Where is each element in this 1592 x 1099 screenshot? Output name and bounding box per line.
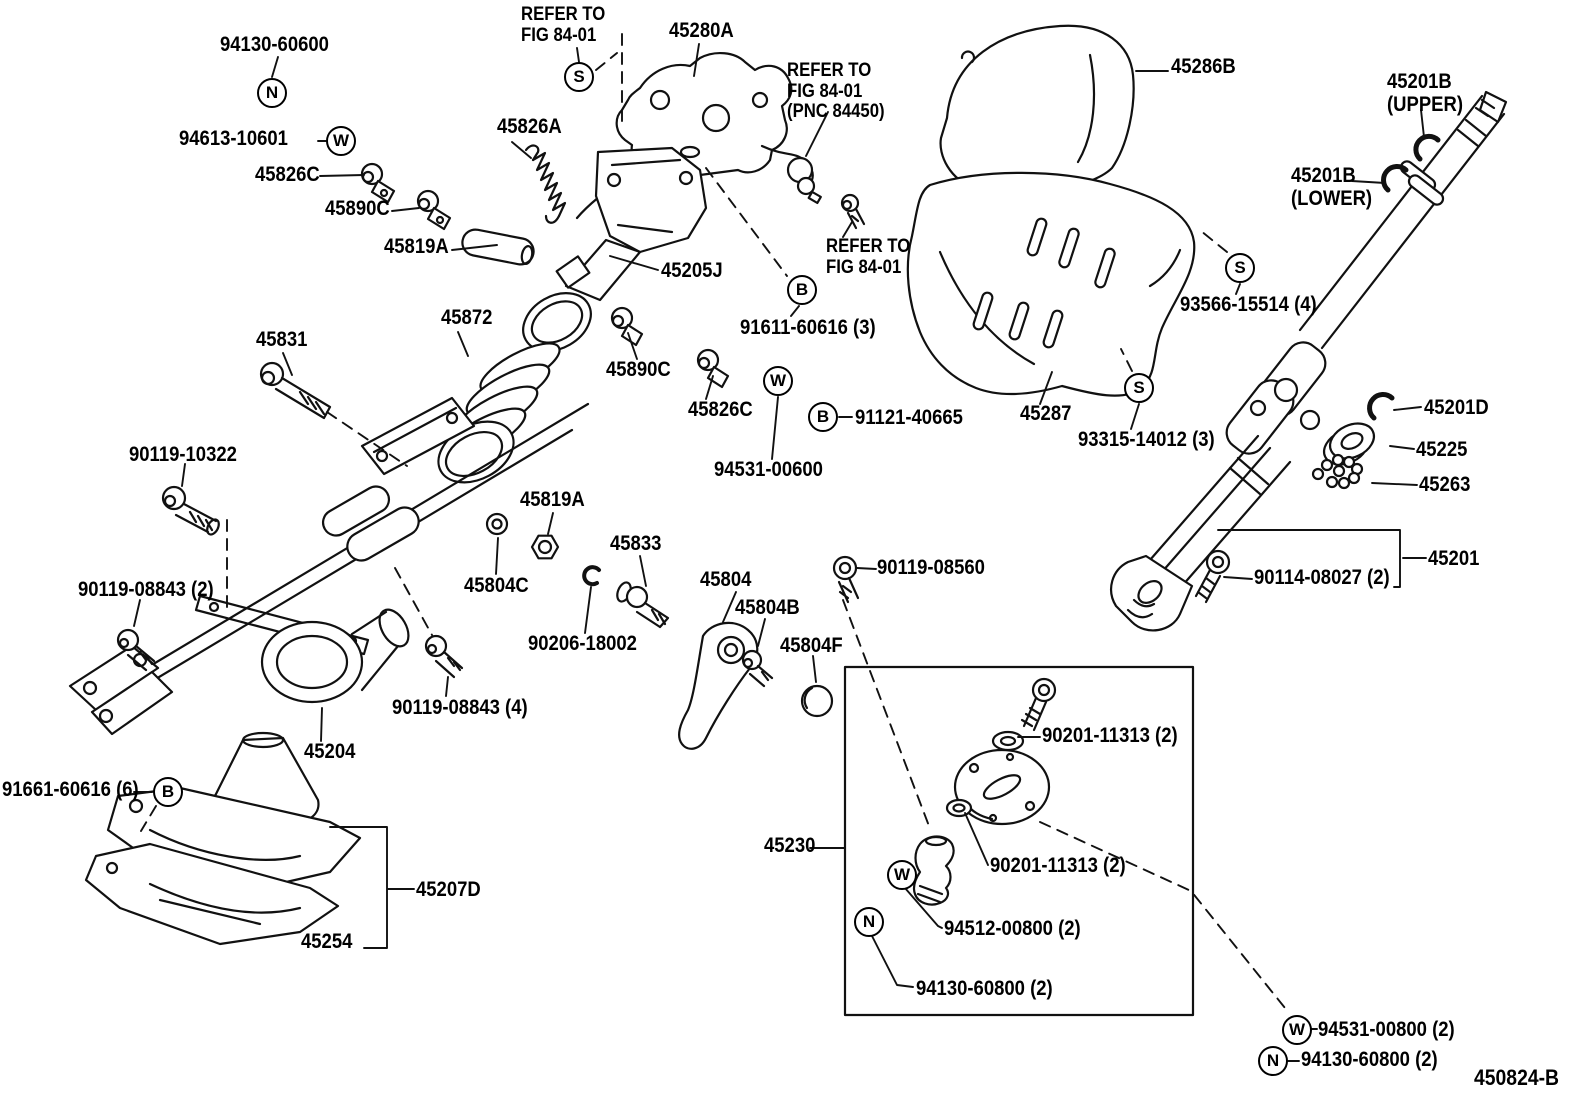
label-refer-fig-84-01-mid: REFER TO FIG 84-01 bbox=[826, 236, 911, 278]
label-94531-00800: 94531-00800 (2) bbox=[1318, 1018, 1455, 1041]
label-45201d: 45201D bbox=[1424, 396, 1489, 419]
callout-circle-s2: S bbox=[1225, 253, 1255, 283]
callout-circle-w4: W bbox=[1282, 1015, 1312, 1045]
label-90114-08027: 90114-08027 (2) bbox=[1254, 566, 1390, 589]
callout-circle-b2: B bbox=[808, 402, 838, 432]
label-45205j: 45205J bbox=[661, 259, 723, 282]
label-94130-60800-a: 94130-60800 (2) bbox=[916, 977, 1053, 1000]
label-refer-fig-84-01-top: REFER TO FIG 84-01 bbox=[521, 4, 606, 46]
label-45804b: 45804B bbox=[735, 596, 800, 619]
label-93566-15514: 93566-15514 (4) bbox=[1180, 293, 1317, 316]
label-45826a: 45826A bbox=[497, 115, 562, 138]
label-90206-18002: 90206-18002 bbox=[528, 632, 637, 655]
label-45819a-2: 45819A bbox=[520, 488, 585, 511]
label-45890c-2: 45890C bbox=[606, 358, 671, 381]
label-90201-11313-a: 90201-11313 (2) bbox=[1042, 724, 1178, 747]
drawing-number: 450824-B bbox=[1474, 1065, 1560, 1090]
callout-circle-n3: N bbox=[1258, 1046, 1288, 1076]
callout-circle-s1: S bbox=[564, 62, 594, 92]
label-93315-14012: 93315-14012 (3) bbox=[1078, 428, 1215, 451]
label-94512-00800: 94512-00800 (2) bbox=[944, 917, 1081, 940]
label-90119-08843-2: 90119-08843 (2) bbox=[78, 578, 214, 601]
callout-circle-w1: W bbox=[326, 126, 356, 156]
callout-circle-n2: N bbox=[854, 907, 884, 937]
label-45201: 45201 bbox=[1428, 547, 1480, 570]
callout-circle-b3: B bbox=[153, 777, 183, 807]
label-45225: 45225 bbox=[1416, 438, 1468, 461]
label-45872: 45872 bbox=[441, 306, 493, 329]
label-45826c: 45826C bbox=[255, 163, 320, 186]
callout-circle-w2: W bbox=[763, 366, 793, 396]
label-91121-40665: 91121-40665 bbox=[855, 406, 963, 429]
label-90119-08560: 90119-08560 bbox=[877, 556, 985, 579]
label-45890c: 45890C bbox=[325, 197, 390, 220]
label-45833: 45833 bbox=[610, 532, 662, 555]
label-94613-10601: 94613-10601 bbox=[179, 127, 288, 150]
label-90201-11313-b: 90201-11313 (2) bbox=[990, 854, 1126, 877]
label-45201b-upper: 45201B (UPPER) bbox=[1387, 70, 1463, 116]
label-45287: 45287 bbox=[1020, 402, 1072, 425]
label-45826c-2: 45826C bbox=[688, 398, 753, 421]
label-45207d: 45207D bbox=[416, 878, 481, 901]
label-91661-60616: 91661-60616 (6) bbox=[2, 778, 139, 801]
label-45280a: 45280A bbox=[669, 19, 734, 42]
label-45804: 45804 bbox=[700, 568, 752, 591]
label-45286b: 45286B bbox=[1171, 55, 1236, 78]
label-45804f: 45804F bbox=[780, 634, 843, 657]
label-94531-00600: 94531-00600 bbox=[714, 458, 823, 481]
label-94130-60800-b: 94130-60800 (2) bbox=[1301, 1048, 1438, 1071]
callout-circle-b1: B bbox=[787, 275, 817, 305]
label-45263: 45263 bbox=[1419, 473, 1471, 496]
label-91611-60616: 91611-60616 (3) bbox=[740, 316, 876, 339]
label-45201b-lower: 45201B (LOWER) bbox=[1291, 164, 1373, 210]
label-45804c: 45804C bbox=[464, 574, 529, 597]
label-45204: 45204 bbox=[304, 740, 356, 763]
label-45831: 45831 bbox=[256, 328, 308, 351]
callout-circle-n1: N bbox=[257, 78, 287, 108]
label-45254: 45254 bbox=[301, 930, 353, 953]
label-refer-fig-84-01-pnc-84450: REFER TO FIG 84-01 (PNC 84450) bbox=[787, 60, 885, 123]
label-90119-10322: 90119-10322 bbox=[129, 443, 237, 466]
callout-circle-w3: W bbox=[887, 860, 917, 890]
callout-circle-s3: S bbox=[1124, 373, 1154, 403]
label-90119-08843-4: 90119-08843 (4) bbox=[392, 696, 528, 719]
label-94130-60600: 94130-60600 bbox=[220, 33, 329, 56]
label-45230: 45230 bbox=[764, 834, 816, 857]
label-45819a: 45819A bbox=[384, 235, 449, 258]
